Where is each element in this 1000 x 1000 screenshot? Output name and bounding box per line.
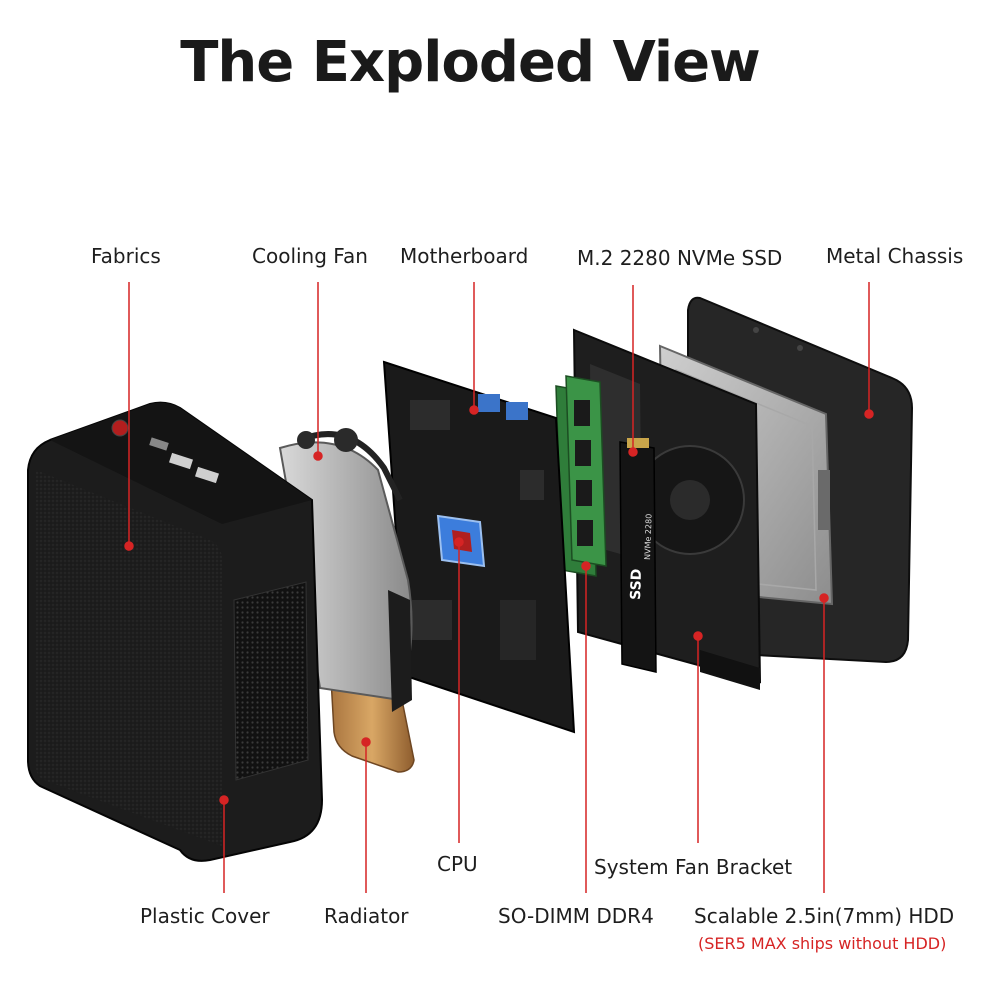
- hdd-note: (SER5 MAX ships without HDD): [698, 934, 947, 953]
- label-cooling-fan: Cooling Fan: [252, 244, 368, 268]
- label-fabrics: Fabrics: [91, 244, 161, 268]
- label-cpu: CPU: [437, 852, 478, 876]
- label-system-fan-bracket: System Fan Bracket: [594, 855, 793, 879]
- label-metal-chassis: Metal Chassis: [826, 244, 964, 268]
- label-plastic-cover: Plastic Cover: [140, 904, 270, 928]
- label-radiator: Radiator: [324, 904, 409, 928]
- page-title: The Exploded View: [180, 30, 761, 95]
- ssd-module: SSD NVMe 2280: [619, 438, 657, 673]
- label-motherboard: Motherboard: [400, 244, 529, 268]
- ssd-print-subtext: NVMe 2280: [643, 514, 654, 560]
- ssd-print-text: SSD: [628, 568, 645, 600]
- label-ram: SO-DIMM DDR4: [498, 904, 654, 928]
- motherboard: [382, 360, 576, 734]
- plastic-cover: [27, 401, 324, 862]
- ram-modules: [555, 375, 607, 577]
- label-hdd: Scalable 2.5in(7mm) HDD: [694, 904, 955, 928]
- label-ssd: M.2 2280 NVMe SSD: [577, 246, 783, 270]
- leader-lines: [124, 282, 874, 893]
